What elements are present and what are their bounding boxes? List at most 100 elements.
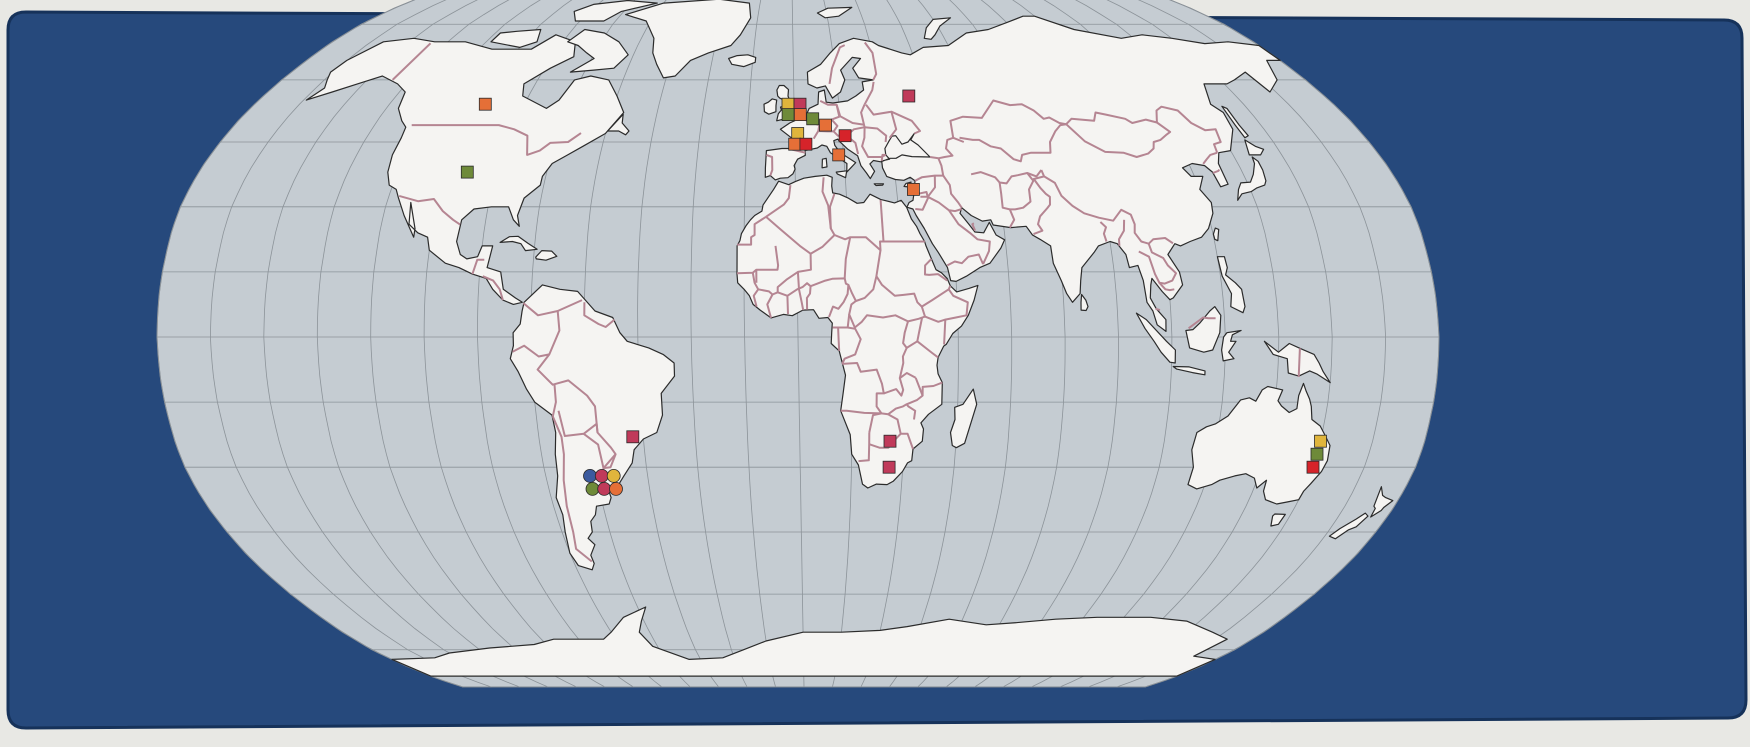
circle-marker-yellow bbox=[606, 468, 621, 483]
country-border bbox=[471, 258, 485, 275]
country-border bbox=[998, 182, 1016, 229]
country-border bbox=[858, 432, 871, 463]
country-border bbox=[411, 124, 582, 156]
country-border bbox=[1118, 219, 1126, 246]
country-border bbox=[1040, 169, 1174, 245]
land-cuba bbox=[499, 235, 538, 252]
land-svalbard bbox=[816, 6, 853, 19]
country-border bbox=[765, 153, 774, 176]
country-border bbox=[924, 258, 948, 282]
land-hokkaido bbox=[1244, 139, 1265, 156]
country-border bbox=[949, 99, 1067, 138]
square-marker-orange bbox=[478, 97, 492, 111]
square-marker-crimson bbox=[902, 89, 916, 103]
land-sakhalin bbox=[1221, 105, 1249, 139]
land-novaya-zemlya bbox=[923, 17, 952, 40]
country-border bbox=[837, 327, 841, 351]
country-border bbox=[921, 285, 952, 308]
square-marker-red bbox=[1306, 460, 1320, 474]
square-marker-green bbox=[781, 108, 795, 121]
square-marker-orange bbox=[793, 108, 807, 121]
country-border bbox=[906, 340, 939, 359]
country-border bbox=[737, 215, 767, 246]
land-antarctica bbox=[391, 606, 1228, 677]
country-border bbox=[1099, 221, 1108, 242]
country-border bbox=[829, 193, 836, 229]
country-border bbox=[482, 275, 504, 301]
country-border bbox=[842, 362, 885, 414]
land-madagascar bbox=[949, 388, 978, 449]
country-border bbox=[522, 302, 617, 470]
country-border bbox=[765, 184, 792, 218]
land-java bbox=[1172, 365, 1206, 376]
country-border bbox=[821, 177, 836, 236]
country-border bbox=[880, 153, 886, 162]
land-taiwan bbox=[1212, 227, 1220, 242]
square-marker-green bbox=[1310, 447, 1324, 461]
land-baffin-island bbox=[567, 28, 629, 73]
country-border bbox=[883, 372, 917, 397]
country-border bbox=[1032, 175, 1051, 236]
land-australia bbox=[1187, 382, 1331, 505]
land-victoria-island bbox=[490, 28, 542, 48]
country-border bbox=[864, 126, 888, 143]
square-marker-orange bbox=[788, 137, 802, 151]
country-border bbox=[929, 136, 965, 160]
square-marker-orange bbox=[907, 182, 920, 196]
country-border bbox=[1155, 307, 1161, 312]
square-marker-green bbox=[460, 165, 474, 179]
square-marker-crimson bbox=[882, 460, 896, 474]
country-border bbox=[835, 104, 865, 126]
country-border bbox=[1065, 105, 1222, 154]
country-border bbox=[766, 294, 774, 319]
country-border bbox=[1065, 121, 1172, 158]
circle-marker-green bbox=[585, 481, 600, 496]
land-greenland bbox=[625, 0, 752, 79]
country-border bbox=[751, 272, 789, 315]
country-border bbox=[583, 302, 616, 328]
country-border bbox=[1212, 169, 1221, 174]
country-border bbox=[736, 245, 780, 275]
country-border bbox=[879, 199, 885, 242]
square-marker-orange bbox=[819, 118, 832, 132]
country-border bbox=[796, 271, 805, 311]
square-marker-yellow bbox=[1314, 434, 1327, 448]
land-sulawesi bbox=[1221, 329, 1242, 362]
country-border bbox=[942, 175, 963, 209]
country-border bbox=[959, 123, 1067, 163]
country-border bbox=[841, 326, 862, 365]
country-border bbox=[920, 175, 936, 198]
country-border bbox=[868, 412, 882, 433]
country-border bbox=[863, 81, 875, 106]
land-philippines bbox=[1216, 256, 1246, 314]
country-border bbox=[843, 237, 852, 279]
country-border bbox=[391, 42, 432, 81]
land-sri-lanka bbox=[1080, 293, 1089, 312]
country-border bbox=[512, 344, 550, 358]
land-new-zealand-north bbox=[1370, 486, 1394, 518]
country-border bbox=[863, 41, 878, 81]
country-border bbox=[398, 194, 461, 226]
square-marker-crimson bbox=[883, 434, 897, 448]
country-border bbox=[921, 381, 943, 396]
country-border bbox=[887, 413, 902, 435]
country-border bbox=[924, 315, 947, 345]
square-marker-red bbox=[838, 129, 852, 143]
land-hispaniola bbox=[535, 250, 558, 261]
country-border bbox=[832, 314, 851, 329]
country-border bbox=[1202, 151, 1218, 165]
land-crete bbox=[873, 183, 885, 187]
country-border bbox=[1138, 243, 1177, 285]
circle-marker-crimson bbox=[594, 468, 609, 483]
country-border bbox=[1158, 282, 1175, 292]
country-border bbox=[971, 222, 977, 232]
square-marker-orange bbox=[832, 148, 846, 162]
location-markers bbox=[460, 89, 1327, 496]
land-ireland bbox=[763, 98, 778, 115]
country-border bbox=[914, 157, 945, 182]
country-border bbox=[840, 409, 889, 416]
country-border bbox=[1009, 172, 1035, 211]
country-border bbox=[905, 403, 917, 420]
land-new-guinea bbox=[1263, 340, 1331, 384]
